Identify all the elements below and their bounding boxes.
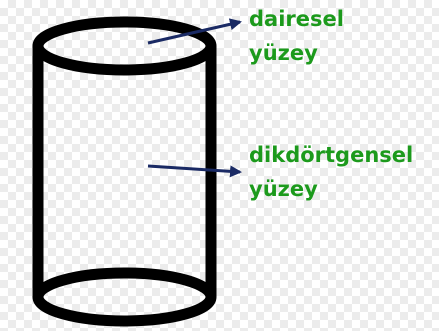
rectangular-surface-label-line1: dikdörtgensel	[249, 143, 414, 167]
cylinder-top-ellipse	[32, 16, 217, 76]
circular-surface-label-line2: yüzey	[249, 41, 318, 65]
cylinder-bottom-front-arc	[32, 296, 217, 327]
cylinder	[32, 16, 217, 327]
arrow-to-rectangular-surface	[147, 164, 242, 178]
arrow-to-circular-surface	[147, 18, 242, 45]
rectangular-surface-label: dikdörtgensel yüzey	[249, 138, 413, 206]
circular-surface-label-line1: dairesel	[249, 7, 344, 31]
rectangular-surface-label-line2: yüzey	[249, 177, 318, 201]
cylinder-bottom-back-arc	[32, 267, 217, 298]
circular-surface-label: dairesel yüzey	[249, 2, 344, 70]
